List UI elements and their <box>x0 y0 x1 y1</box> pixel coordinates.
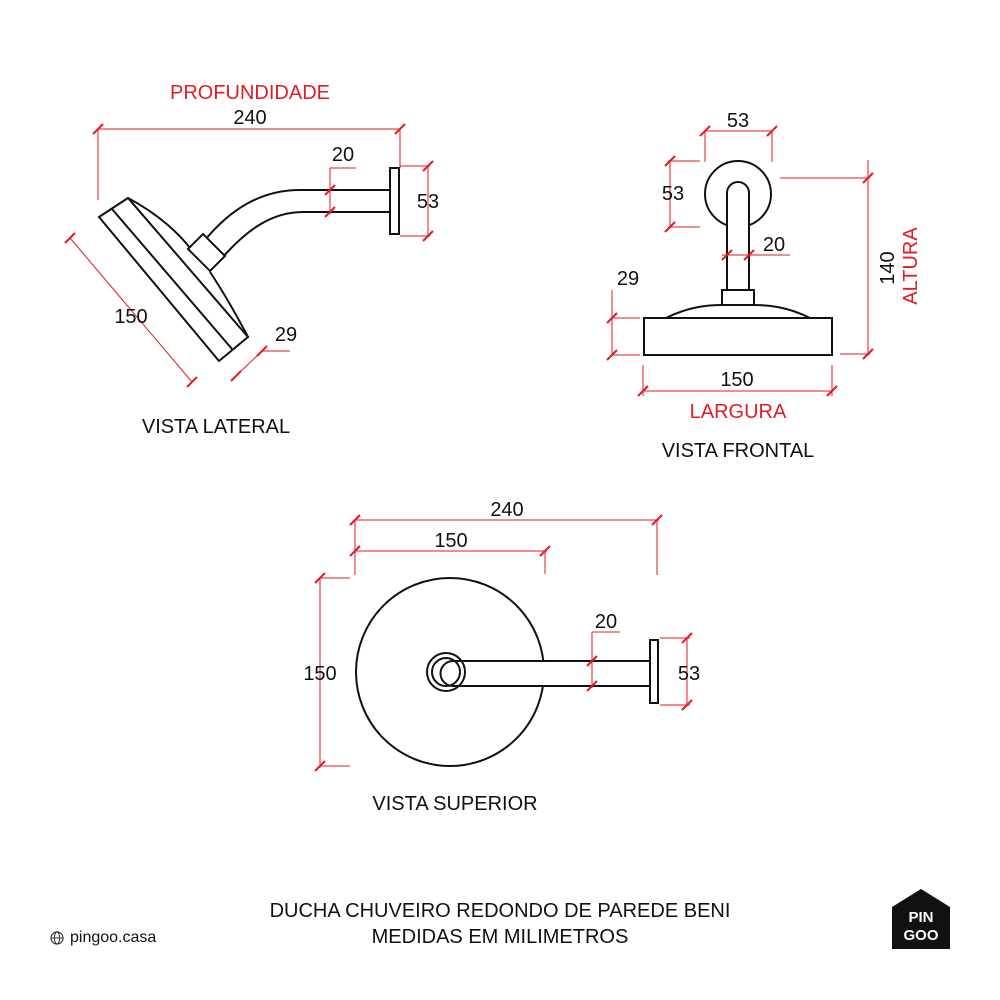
globe-icon <box>50 931 64 945</box>
frontal-shower-head <box>643 317 833 356</box>
lateral-head-diameter: 150 <box>114 306 147 328</box>
frontal-connector <box>721 289 755 306</box>
lateral-depth-value: 240 <box>233 107 266 129</box>
frontal-arm-diameter: 20 <box>763 234 785 256</box>
superior-view: 240 150 150 20 53 VISTA SUPERIOR <box>303 499 700 815</box>
superior-hub-outer <box>426 652 466 692</box>
superior-head-diameter-top: 150 <box>434 530 467 552</box>
frontal-width-label: LARGURA <box>690 401 787 423</box>
lateral-depth-label: PROFUNDIDADE <box>170 82 330 104</box>
lateral-cone <box>127 197 249 338</box>
lateral-flange <box>389 167 400 235</box>
site-url: pingoo.casa <box>70 929 157 946</box>
superior-flange <box>649 639 659 704</box>
frontal-head-thickness: 29 <box>617 268 639 290</box>
logo-top-text: PIN <box>908 909 933 926</box>
frontal-flange-height: 53 <box>662 183 684 205</box>
frontal-width-value: 150 <box>720 369 753 391</box>
frontal-height-label: ALTURA <box>900 227 922 305</box>
product-name: DUCHA CHUVEIRO REDONDO DE PAREDE BENI <box>269 900 731 922</box>
lateral-head-face <box>111 208 233 350</box>
superior-arm <box>439 660 651 687</box>
superior-view-title: VISTA SUPERIOR <box>372 793 537 815</box>
frontal-view: 53 53 20 29 140 ALTURA 150 <box>606 110 922 462</box>
frontal-cone <box>665 304 811 319</box>
site-link[interactable]: pingoo.casa <box>50 929 156 947</box>
superior-head-diameter-side: 150 <box>303 663 336 685</box>
units-note: MEDIDAS EM MILIMETROS <box>371 926 629 948</box>
lateral-arm-diameter: 20 <box>332 144 354 166</box>
frontal-view-title: VISTA FRONTAL <box>662 440 815 462</box>
lateral-arm-bend <box>204 189 304 259</box>
lateral-view: PROFUNDIDADE 240 20 53 150 29 VISTA LATE… <box>64 82 439 438</box>
frontal-height-value: 140 <box>877 251 899 284</box>
frontal-flange-diameter: 53 <box>727 110 749 132</box>
footer-title: DUCHA CHUVEIRO REDONDO DE PAREDE BENI ME… <box>0 898 1000 950</box>
lateral-view-title: VISTA LATERAL <box>142 416 290 438</box>
superior-hub-inner <box>431 657 461 687</box>
logo-bottom-text: GOO <box>903 927 938 944</box>
lateral-flange-diameter: 53 <box>417 191 439 213</box>
lateral-head-thickness: 29 <box>275 324 297 346</box>
superior-arm-diameter: 20 <box>595 611 617 633</box>
lateral-arm-straight <box>300 189 390 213</box>
pingoo-logo: PIN GOO <box>892 889 950 949</box>
superior-flange-diameter: 53 <box>678 663 700 685</box>
lateral-connector <box>186 232 227 273</box>
frontal-arm <box>726 181 750 291</box>
superior-total-depth: 240 <box>490 499 523 521</box>
